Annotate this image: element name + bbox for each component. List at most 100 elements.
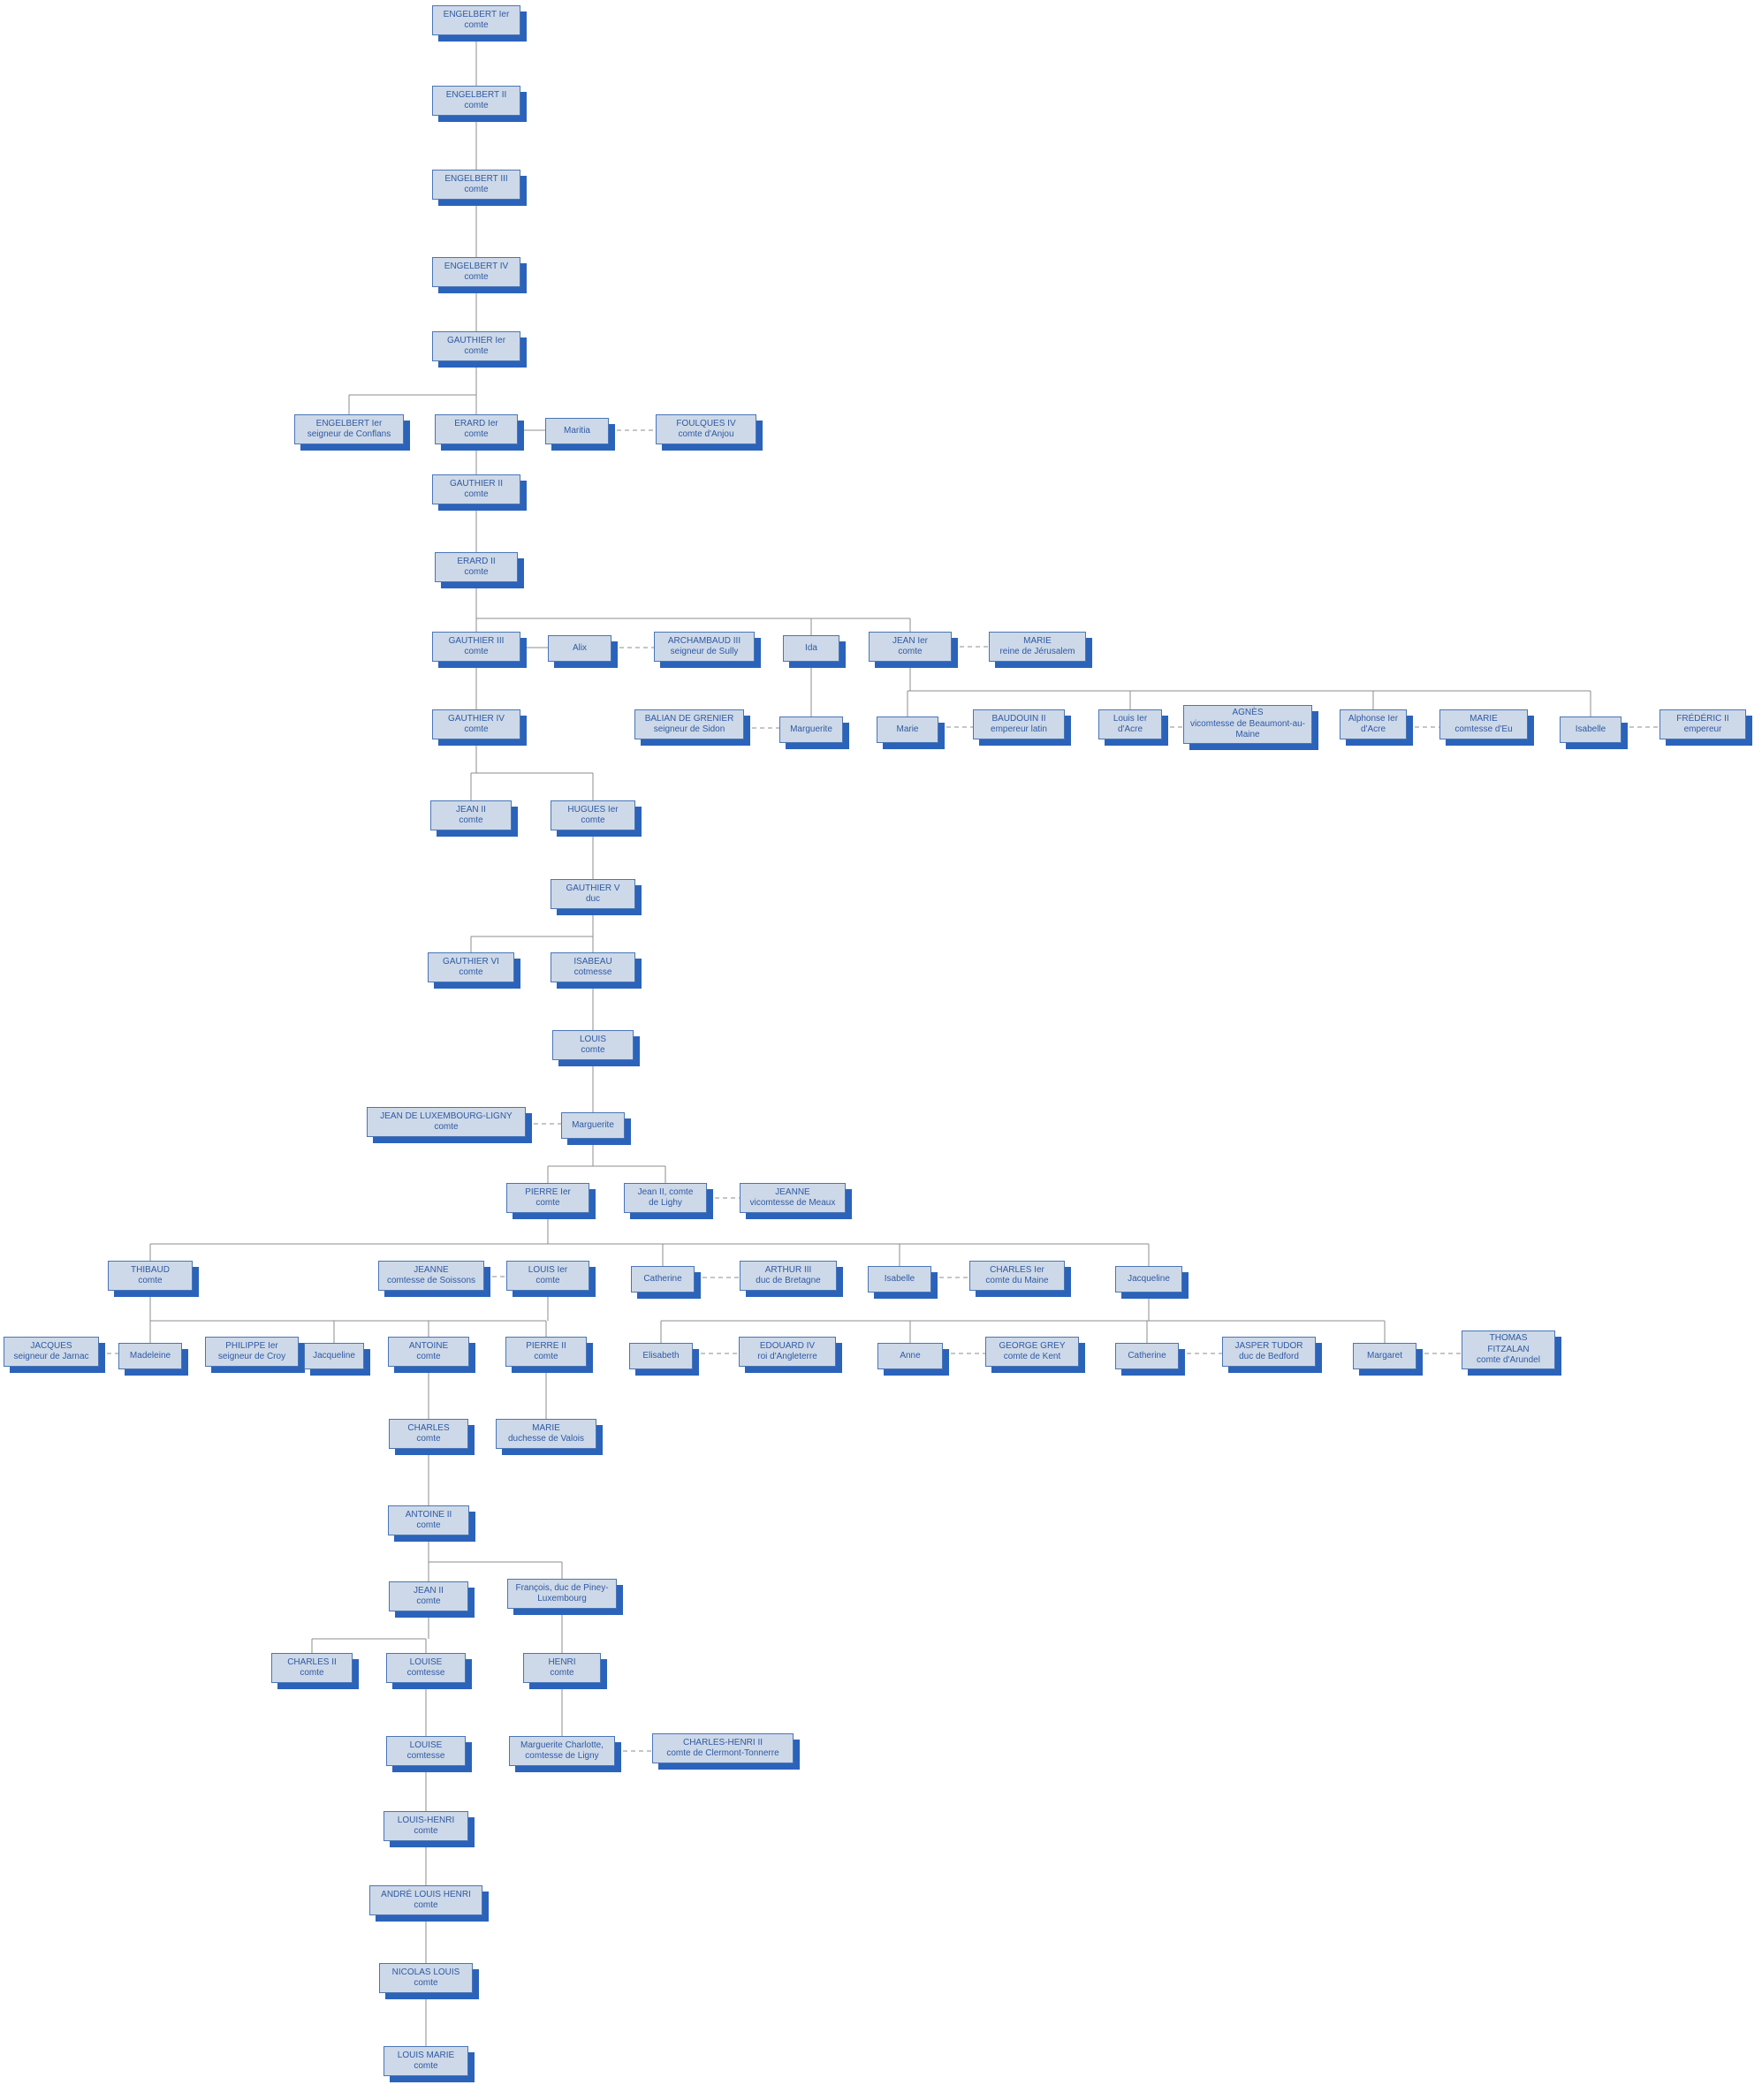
node-madeleine[interactable]: Madeleine	[118, 1343, 182, 1369]
node-label: LOUIS MARIE	[397, 2050, 455, 2060]
node-isabelle-brienne[interactable]: Isabelle	[1560, 716, 1621, 743]
node-jacqueline-luxembourg[interactable]: Jacqueline	[1115, 1266, 1182, 1293]
node-label: JEAN Ier	[892, 635, 928, 646]
node-label: HUGUES Ier	[567, 804, 619, 815]
node-label: duc de Bedford	[1239, 1352, 1299, 1361]
node-label: comte	[416, 1596, 441, 1606]
node-label: comte	[464, 489, 489, 499]
node-label: comte de Clermont-Tonnerre	[666, 1748, 779, 1758]
node-marguerite-charlotte[interactable]: Marguerite Charlotte,comtesse de Ligny	[509, 1736, 615, 1766]
node-label: CHARLES-HENRI II	[682, 1737, 763, 1747]
node-marguerite-ligny[interactable]: Marguerite	[561, 1112, 625, 1139]
node-label: Maine	[1235, 730, 1260, 740]
node-label: AGNÈS	[1232, 708, 1264, 718]
node-catherine-woodville[interactable]: Catherine	[1115, 1343, 1179, 1369]
node-label: JEAN II	[414, 1585, 444, 1596]
node-label: comte	[138, 1276, 163, 1285]
node-margaret-woodville[interactable]: Margaret	[1353, 1343, 1416, 1369]
node-marguerite-sidon[interactable]: Marguerite	[779, 716, 843, 743]
node-catherine-luxembourg[interactable]: Catherine	[631, 1266, 695, 1293]
node-label: GAUTHIER II	[449, 478, 503, 489]
node-label: vicomtesse de Beaumont-au-	[1189, 718, 1306, 729]
node-label: MARIE	[1023, 635, 1052, 646]
node-alix[interactable]: Alix	[548, 635, 611, 662]
node-label: ENGELBERT III	[444, 173, 508, 184]
node-label: comte	[464, 185, 489, 194]
node-label: seigneur de Jarnac	[13, 1352, 89, 1361]
node-marie-brienne[interactable]: Marie	[877, 716, 938, 743]
node-label: Ida	[805, 642, 817, 653]
node-label: JEANNE	[414, 1264, 449, 1275]
node-label: comte	[464, 272, 489, 282]
node-label: cotmesse	[573, 967, 612, 977]
node-ida[interactable]: Ida	[783, 635, 839, 662]
node-label: LOUISE	[409, 1656, 443, 1667]
node-label: comte	[459, 815, 483, 825]
node-jacqueline-croy[interactable]: Jacqueline	[304, 1343, 364, 1369]
node-isabelle-luxembourg[interactable]: Isabelle	[868, 1266, 931, 1293]
node-maritia[interactable]: Maritia	[545, 418, 609, 444]
node-anne-woodville[interactable]: Anne	[877, 1343, 943, 1369]
node-elisabeth-woodville[interactable]: Elisabeth	[629, 1343, 693, 1369]
node-francois-piney[interactable]: François, duc de Piney-Luxembourg	[507, 1579, 617, 1609]
